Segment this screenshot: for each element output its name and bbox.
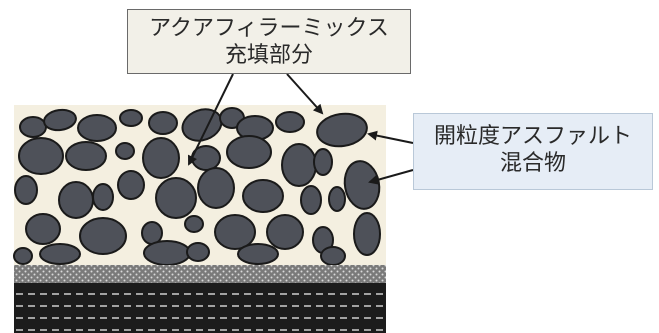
aggregate-stone: [148, 111, 178, 135]
aggregate-stone: [328, 186, 346, 212]
aggregate-stone: [281, 143, 317, 187]
aggregate-stone: [14, 175, 38, 205]
aggregate-stones: [13, 107, 381, 266]
aggregate-stone: [77, 114, 117, 142]
aggregate-stone: [79, 217, 127, 255]
aggregate-stone: [300, 185, 322, 215]
aggregate-stone: [65, 141, 107, 171]
aggregate-stone: [313, 148, 333, 176]
arrow-icon: [286, 73, 324, 115]
aggregate-stone: [226, 135, 272, 169]
gravel-layer: [14, 265, 386, 283]
arrow-icon: [188, 73, 234, 166]
aggregate-stone: [316, 112, 368, 148]
aggregate-stone: [242, 179, 284, 213]
aggregate-stone: [155, 177, 197, 219]
aggregate-stone: [25, 213, 61, 245]
aggregate-stone: [142, 137, 180, 179]
aggregate-stone: [115, 142, 135, 160]
aggregate-stone: [214, 214, 256, 250]
aggregate-stone: [92, 183, 114, 211]
aggregate-stone: [184, 215, 204, 233]
aggregate-stone: [58, 181, 94, 219]
base-layer-dashes: [16, 293, 384, 331]
aggregate-stone: [237, 243, 279, 265]
callout-arrows: [188, 73, 414, 185]
aggregate-stone: [119, 109, 143, 127]
porous-asphalt-callout: 開粒度アスファルト 混合物: [413, 113, 653, 190]
aggregate-stone: [197, 167, 235, 209]
aggregate-stone: [353, 212, 381, 256]
arrow-icon: [368, 169, 414, 185]
filler-mix-callout: アクアフィラーミックス 充填部分: [127, 9, 411, 74]
base-layer: [14, 283, 386, 333]
aggregate-stone: [39, 243, 81, 265]
aggregate-stone: [43, 108, 77, 132]
aggregate-stone: [18, 137, 64, 175]
aggregate-stone: [186, 242, 210, 262]
aggregate-stone: [320, 246, 346, 266]
aggregate-stone: [275, 111, 305, 133]
aggregate-stone: [19, 116, 47, 138]
porous-asphalt-label-line1: 開粒度アスファルト: [433, 124, 632, 149]
filler-mix-label-line1: アクアフィラーミックス: [149, 16, 389, 41]
porous-asphalt-label-line2: 混合物: [499, 150, 566, 176]
aggregate-stone: [117, 170, 145, 200]
aggregate-stone: [143, 240, 191, 266]
filler-mix-label-line2: 充填部分: [224, 42, 313, 68]
arrow-icon: [367, 130, 414, 144]
aggregate-stone: [266, 214, 304, 250]
aggregate-stone: [13, 247, 33, 265]
